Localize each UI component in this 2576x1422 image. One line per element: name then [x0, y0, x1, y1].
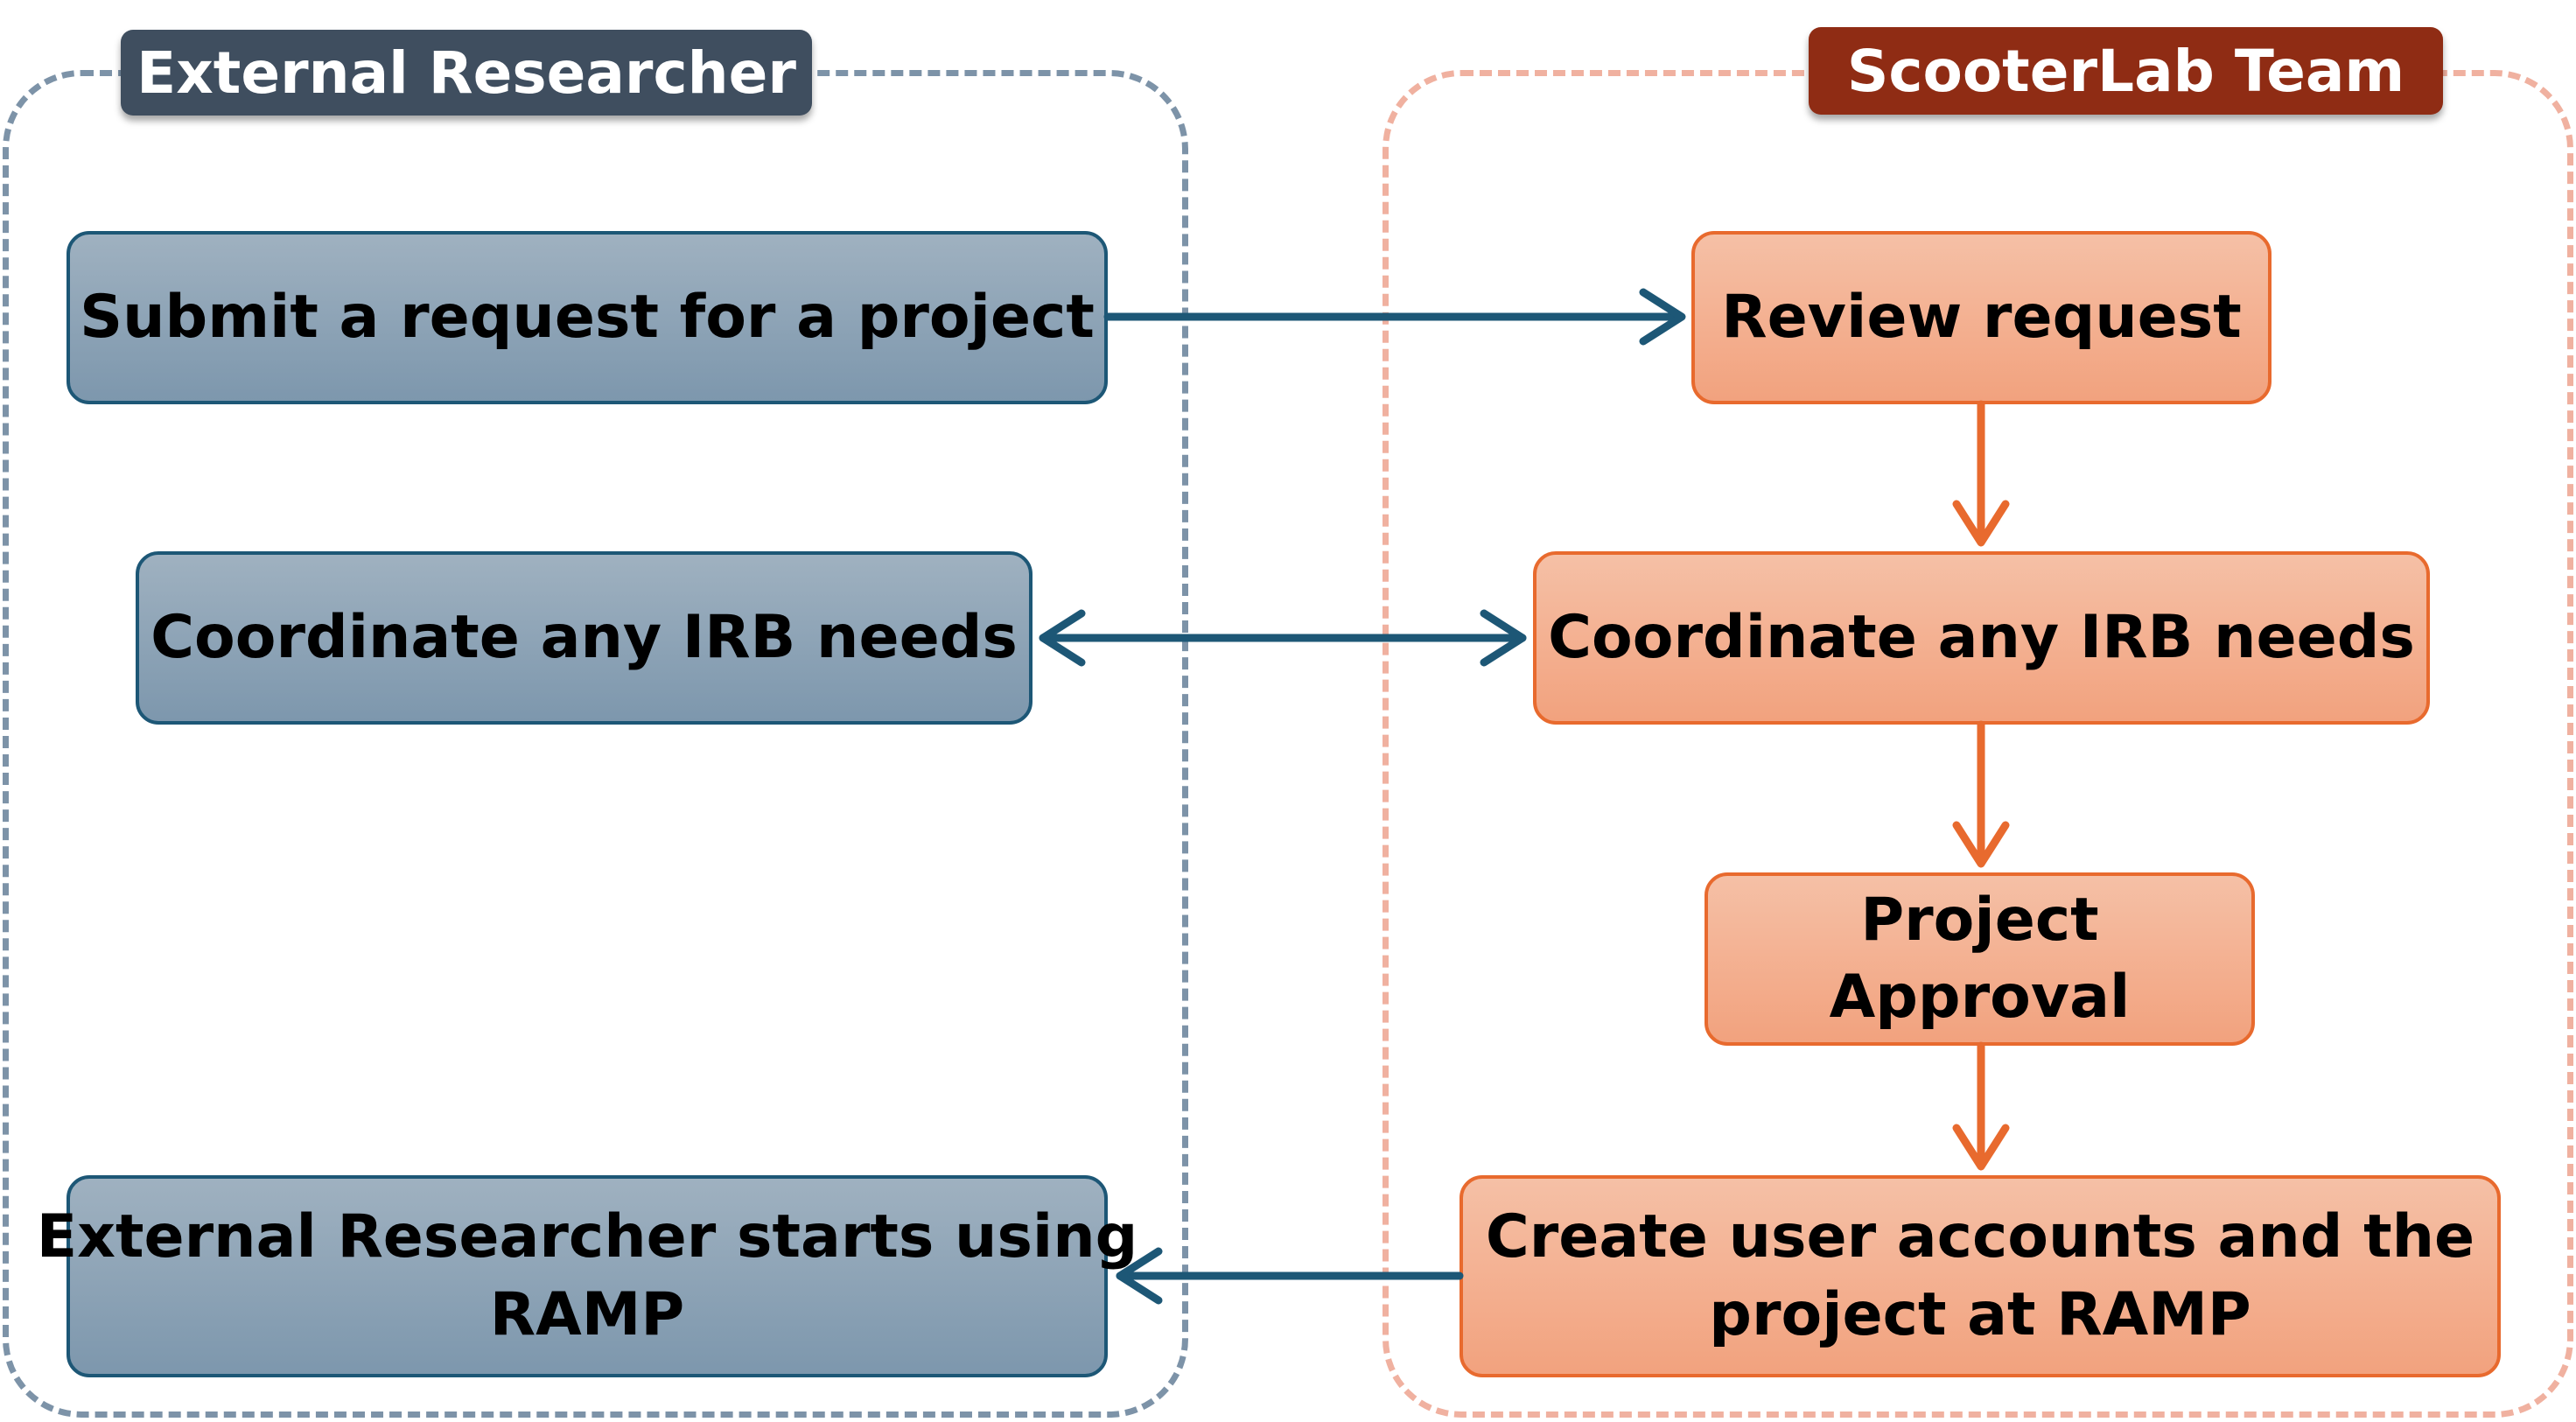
create-accounts-label-line2: project at RAMP [1709, 1279, 2251, 1349]
researcher-irb-node: Coordinate any IRB needs [136, 551, 1032, 725]
project-approval-label-line2: Approval [1829, 963, 2131, 1032]
project-approval-label-line1: Project [1860, 885, 2099, 955]
review-to-irb-arrow [1952, 400, 2010, 547]
researcher-starts-label-line2: RAMP [489, 1279, 685, 1349]
create-to-start-arrow [1116, 1247, 1464, 1305]
project-approval-node: Project Approval [1704, 872, 2255, 1046]
researcher-starts-node: External Researcher starts using RAMP [37, 1175, 1138, 1377]
submit-to-review-arrow [1103, 288, 1686, 346]
irb-bidirectional-arrow [1039, 609, 1527, 667]
external-researcher-lane-title: External Researcher [121, 30, 812, 116]
create-accounts-label-line1: Create user accounts and the [1485, 1202, 2475, 1272]
approval-to-create-arrow [1952, 1041, 2010, 1171]
researcher-starts-label-line1: External Researcher starts using [36, 1202, 1138, 1272]
review-request-node: Review request [1691, 231, 2272, 404]
submit-request-node: Submit a request for a project [66, 231, 1108, 404]
scooterlab-team-lane-title: ScooterLab Team [1809, 27, 2443, 115]
team-irb-node: Coordinate any IRB needs [1533, 551, 2430, 725]
team-irb-label: Coordinate any IRB needs [1548, 602, 2415, 672]
irb-to-approval-arrow [1952, 720, 2010, 868]
researcher-irb-label: Coordinate any IRB needs [150, 602, 1018, 672]
create-accounts-node: Create user accounts and the project at … [1460, 1175, 2501, 1377]
submit-request-label: Submit a request for a project [80, 282, 1095, 352]
review-request-label: Review request [1721, 282, 2242, 352]
